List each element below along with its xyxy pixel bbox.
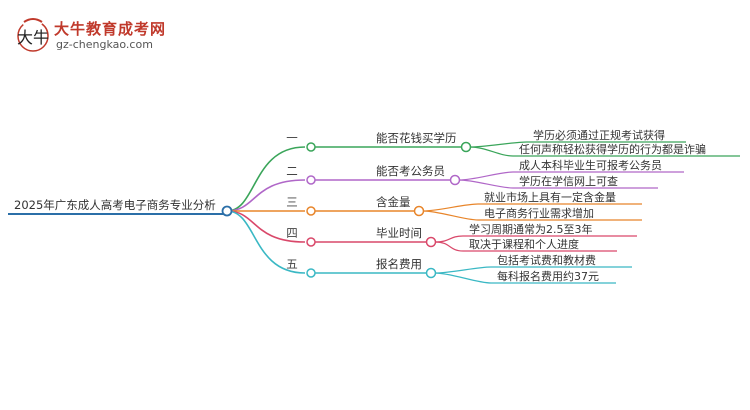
branch-connector [226,146,306,212]
branch-connector [226,210,306,274]
leaf-label: 学历必须通过正规考试获得 [533,128,665,142]
svg-text:大牛: 大牛 [17,28,49,47]
branch-connector [226,179,306,212]
root-label: 2025年广东成人高考电子商务专业分析 [14,198,216,212]
branch-index: 四 [286,226,298,240]
logo-title: 大牛教育成考网 [54,20,167,38]
branch-index-node [306,142,316,152]
branch-index-node [306,237,316,247]
leaf-connector [422,203,479,212]
leaf-label: 就业市场上具有一定含金量 [484,190,616,204]
leaf-label: 取决于课程和个人进度 [469,237,579,251]
leaf-connector [422,210,479,221]
branch-index-node [306,175,316,185]
branch-end-node [425,267,437,279]
branch-end-node [425,236,437,248]
branch-index-node [306,206,316,216]
branch-connector [226,210,306,243]
leaf-connector [434,272,492,284]
branch-index: 五 [286,257,298,271]
leaf-label: 学历在学信网上可查 [519,174,618,188]
leaf-connector [458,179,514,189]
leaf-connector [458,171,514,181]
root-node [221,205,233,217]
leaf-connector [434,235,464,243]
bull-logo-icon: 大牛 [17,18,49,52]
branch-label: 报名费用 [376,257,422,271]
branch-end-node [413,205,425,217]
leaf-label: 任何声称轻松获得学历的行为都是诈骗 [519,142,706,156]
leaf-label: 电子商务行业需求增加 [484,206,594,220]
leaf-label: 每科报名费用约37元 [497,269,599,283]
leaf-connector [469,146,514,157]
logo: 大牛 大牛教育成考网 gz-chengkao.com [14,14,167,56]
branch-label: 含金量 [376,195,411,209]
branch-end-node [460,141,472,153]
branch-index: 二 [286,164,298,178]
branch-end-node [449,174,461,186]
branch-index: 三 [286,195,298,209]
leaf-connector [434,266,492,274]
leaf-label: 成人本科毕业生可报考公务员 [519,158,662,172]
branch-label: 能否考公务员 [376,164,445,178]
branch-label: 毕业时间 [376,226,422,240]
logo-url: gz-chengkao.com [56,38,153,51]
branch-label: 能否花钱买学历 [376,131,457,145]
branch-index-node [306,268,316,278]
leaf-label: 学习周期通常为2.5至3年 [469,222,593,236]
leaf-label: 包括考试费和教材费 [497,253,596,267]
branch-index: 一 [286,131,298,145]
leaf-connector [434,241,464,252]
